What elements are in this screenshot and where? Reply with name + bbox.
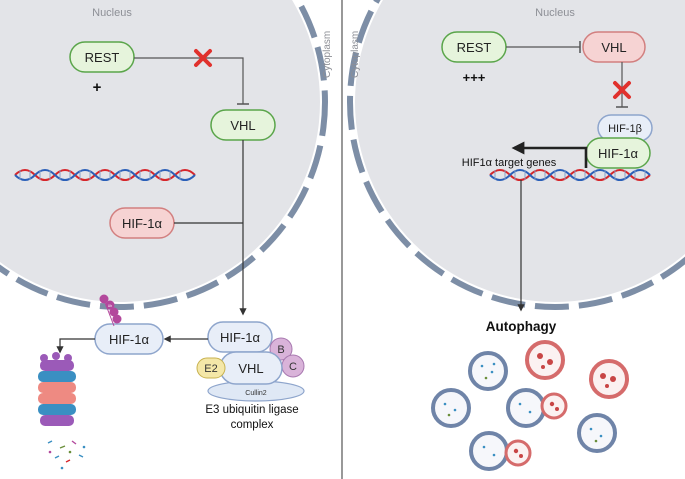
right-dna-helix [489, 169, 651, 181]
autolysosome-2 [589, 359, 629, 399]
right-hif1a-label: HIF-1α [598, 146, 639, 161]
left-rest-label: REST [85, 50, 120, 65]
cullin-label: Cullin2 [245, 390, 267, 397]
right-hif1a-node: HIF-1α [585, 137, 651, 169]
left-hif-free-node: HIF-1α [94, 323, 164, 355]
left-blocked-x-icon [194, 49, 212, 67]
right-blocked-x-icon [613, 81, 631, 99]
c-subunit-label: C [289, 361, 297, 373]
left-panel: Nucleus Cytoplasm REST + VHL [0, 0, 333, 470]
right-rest-level: +++ [463, 70, 486, 85]
autophagosome-1 [468, 351, 508, 391]
left-vhl-label: VHL [230, 118, 255, 133]
hif1b-node: HIF-1β [597, 114, 653, 142]
complex-caption-line1: E3 ubiquitin ligase [205, 404, 298, 416]
left-cytoplasm-label: Cytoplasm [322, 31, 333, 78]
autophagy-label: Autophagy [486, 319, 557, 334]
transcription-arrow [511, 141, 588, 168]
right-nucleus-label: Nucleus [535, 7, 575, 19]
right-vhl-label: VHL [601, 40, 626, 55]
left-hif-free-label: HIF-1α [109, 332, 150, 347]
left-hif-to-proteasome-arrow [56, 338, 95, 354]
left-nucleus-label: Nucleus [92, 7, 132, 19]
b-subunit-label: B [277, 344, 284, 356]
ubiquitin-chain: Ub [99, 294, 122, 327]
complex-caption-line2: complex [231, 419, 274, 431]
autophagosome-3 [577, 413, 617, 453]
right-rest-node: REST [441, 31, 507, 63]
fusing-autophagosome-2 [469, 431, 532, 471]
proteasome-icon [38, 352, 76, 426]
right-cytoplasm-label: Cytoplasm [350, 31, 361, 78]
left-hif-nucleus-label: HIF-1α [122, 216, 163, 231]
complex-vhl-label: VHL [238, 361, 263, 376]
left-vhl-node: VHL [210, 109, 276, 141]
peptide-fragments [47, 440, 86, 470]
right-rest-label: REST [457, 40, 492, 55]
right-vhl-node: VHL [582, 31, 646, 63]
autolysosome-1 [525, 340, 565, 380]
autophagosome-2 [431, 388, 471, 428]
fusing-autophagosome-1 [506, 388, 568, 428]
hif1b-label: HIF-1β [608, 123, 642, 135]
left-rest-inhibition-line [134, 57, 244, 104]
target-genes-label: HIF1α target genes [462, 157, 557, 169]
e2-label: E2 [204, 363, 217, 375]
complex-hif-label: HIF-1α [220, 330, 261, 345]
right-panel: Nucleus Cytoplasm REST +++ VHL HIF-1β [347, 0, 685, 471]
ub-label: Ub [108, 304, 113, 308]
e3-complex: Cullin2 HIF-1α B C VHL E2 [196, 321, 305, 402]
left-nucleus [0, 0, 328, 310]
left-dna-helix [14, 169, 196, 181]
left-rest-node: REST [69, 41, 135, 73]
left-rest-level: + [93, 79, 102, 96]
left-hif-nucleus-node: HIF-1α [109, 207, 175, 239]
